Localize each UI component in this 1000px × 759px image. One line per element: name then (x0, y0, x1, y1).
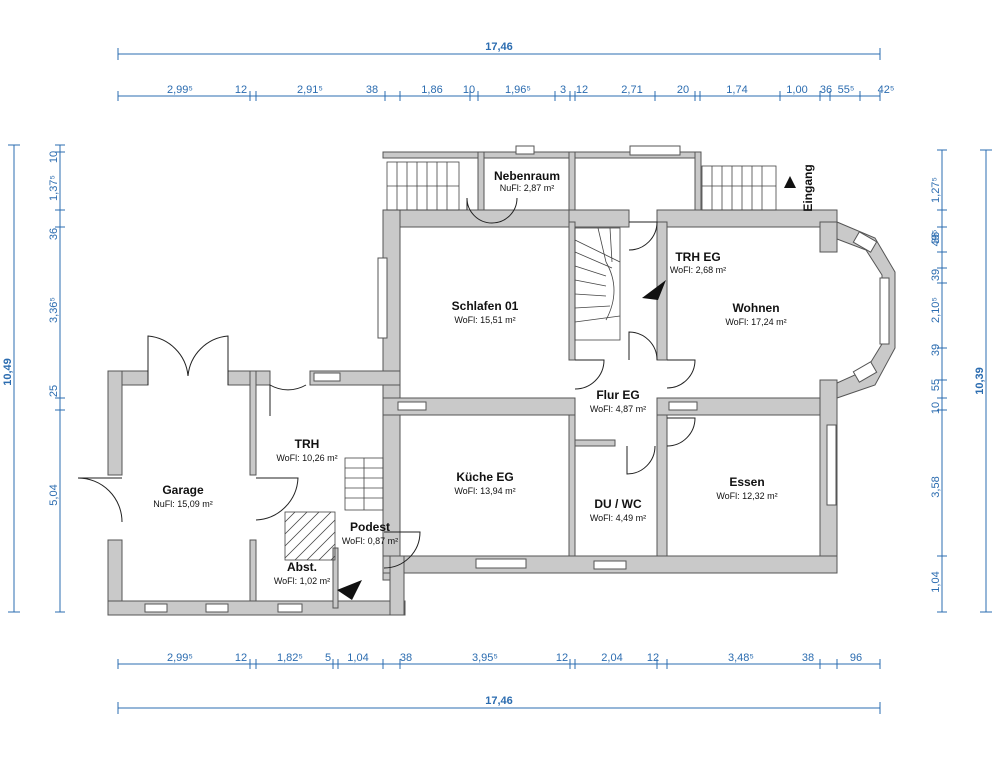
room-name-podest: Podest (350, 520, 390, 534)
dimension-label: 1,74 (726, 84, 747, 96)
dimension-label: 12 (647, 652, 659, 664)
dimension-label: 38 (802, 652, 814, 664)
dimension-label: 2,91⁵ (297, 84, 323, 96)
room-name-wohnen: Wohnen (732, 301, 779, 315)
arrow-icon (337, 580, 362, 600)
right-total-dimension: 10,39 (974, 149, 992, 613)
dimension-label: 38 (366, 84, 378, 96)
dimension-label: 20 (677, 84, 689, 96)
dimension-label: 10 (48, 151, 60, 163)
dimension-label: 12 (576, 84, 588, 96)
dimension-label: 25 (48, 385, 60, 397)
dimension-label: 2,99⁵ (167, 84, 193, 96)
walls (107, 151, 896, 616)
entrance-label: Eingang (801, 164, 815, 211)
dimension-label: 49⁵ (930, 230, 942, 247)
dimension-label: 10 (463, 84, 475, 96)
dimension-label: 5,04 (48, 484, 60, 505)
dimension-label: 12 (235, 84, 247, 96)
dimension-label: 12 (556, 652, 568, 664)
dimension-label: 3,48⁵ (728, 652, 754, 664)
dimension-label: 1,82⁵ (277, 652, 303, 664)
room-area-podest: WoFl: 0,87 m² (342, 536, 398, 546)
dimension-label: 39 (930, 269, 942, 281)
dimension-label: 96 (850, 652, 862, 664)
room-name-nebenraum: Nebenraum (494, 169, 560, 183)
dimension-label: 55⁵ (838, 84, 855, 96)
top-chain-dimension: 2,99⁵ 12 2,91⁵ 38 1,86 10 1,96⁵ 3 12 2,71 20 1,74 1,… (117, 84, 895, 101)
dimension-label: 1,27⁵ (930, 177, 942, 203)
bottom-chain-dimension: 2,99⁵ 12 1,82⁵ 5 1,04 38 3,95⁵ 12 2,04 12 3,48⁵ 38 9… (117, 652, 881, 669)
room-name-essen: Essen (729, 475, 764, 489)
room-labels: Nebenraum NuFl: 2,87 m² TRH EG WoFl: 2,6… (153, 169, 786, 586)
dimension-label: 2,10⁵ (930, 297, 942, 323)
room-area-kueche: WoFl: 13,94 m² (454, 486, 515, 496)
bottom-total-label: 17,46 (485, 695, 513, 707)
room-area-abst: WoFl: 1,02 m² (274, 576, 330, 586)
left-chain-dimension: 10 1,37⁵ 36 3,36⁵ 25 5,04 (48, 144, 65, 613)
dimension-label: 1,04 (930, 571, 942, 592)
room-area-nebenraum: NuFl: 2,87 m² (500, 183, 555, 193)
dimension-label: 5 (325, 652, 331, 664)
top-total-label: 17,46 (485, 41, 513, 53)
room-name-du-wc: DU / WC (594, 497, 642, 511)
dimension-label: 1,04 (347, 652, 368, 664)
dimension-label: 2,04 (601, 652, 622, 664)
room-name-trh: TRH (295, 437, 320, 451)
room-area-wohnen: WoFl: 17,24 m² (725, 317, 786, 327)
arrow-icon (642, 280, 666, 300)
dimension-label: 36 (820, 84, 832, 96)
dimension-label: 55 (930, 379, 942, 391)
right-total-label: 10,39 (974, 367, 986, 395)
stairs (284, 161, 777, 561)
dimension-label: 1,86 (421, 84, 442, 96)
dimension-label: 12 (235, 652, 247, 664)
room-area-du-wc: WoFl: 4,49 m² (590, 513, 646, 523)
room-area-trh: WoFl: 10,26 m² (276, 453, 337, 463)
room-name-garage: Garage (162, 483, 204, 497)
dimension-label: 36 (48, 228, 60, 240)
room-area-flur: WoFl: 4,87 m² (590, 404, 646, 414)
dimension-label: 42⁵ (878, 84, 895, 96)
bottom-total-dimension: 17,46 (117, 695, 881, 714)
room-name-abst: Abst. (287, 560, 317, 574)
dimension-label: 38 (400, 652, 412, 664)
room-area-essen: WoFl: 12,32 m² (716, 491, 777, 501)
dimension-label: 1,37⁵ (48, 175, 60, 201)
dimension-label: 2,71 (621, 84, 642, 96)
dimension-label: 3,36⁵ (48, 297, 60, 323)
dimension-label: 3,58 (930, 476, 942, 497)
doors (77, 197, 696, 569)
dimension-label: 3,95⁵ (472, 652, 498, 664)
top-total-dimension: 17,46 (117, 41, 881, 60)
room-area-trh-eg: WoFl: 2,68 m² (670, 265, 726, 275)
room-name-kueche: Küche EG (456, 470, 513, 484)
left-total-dimension: 10,49 (2, 144, 20, 613)
dimension-label: 36 (930, 232, 942, 244)
dimension-label: 2,99⁵ (167, 652, 193, 664)
windows (144, 145, 890, 613)
room-name-trh-eg: TRH EG (675, 250, 720, 264)
room-area-garage: NuFl: 15,09 m² (153, 499, 213, 509)
room-name-schlafen: Schlafen 01 (452, 299, 519, 313)
dimension-label: 39 (930, 344, 942, 356)
dimension-label: 10 (930, 402, 942, 414)
dimension-label: 3 (560, 84, 566, 96)
dimension-label: 1,96⁵ (505, 84, 531, 96)
left-total-label: 10,49 (2, 358, 14, 386)
entrance-arrow-icon (784, 176, 796, 188)
room-name-flur: Flur EG (596, 388, 639, 402)
room-area-schlafen: WoFl: 15,51 m² (454, 315, 515, 325)
dimension-label: 1,00 (786, 84, 807, 96)
